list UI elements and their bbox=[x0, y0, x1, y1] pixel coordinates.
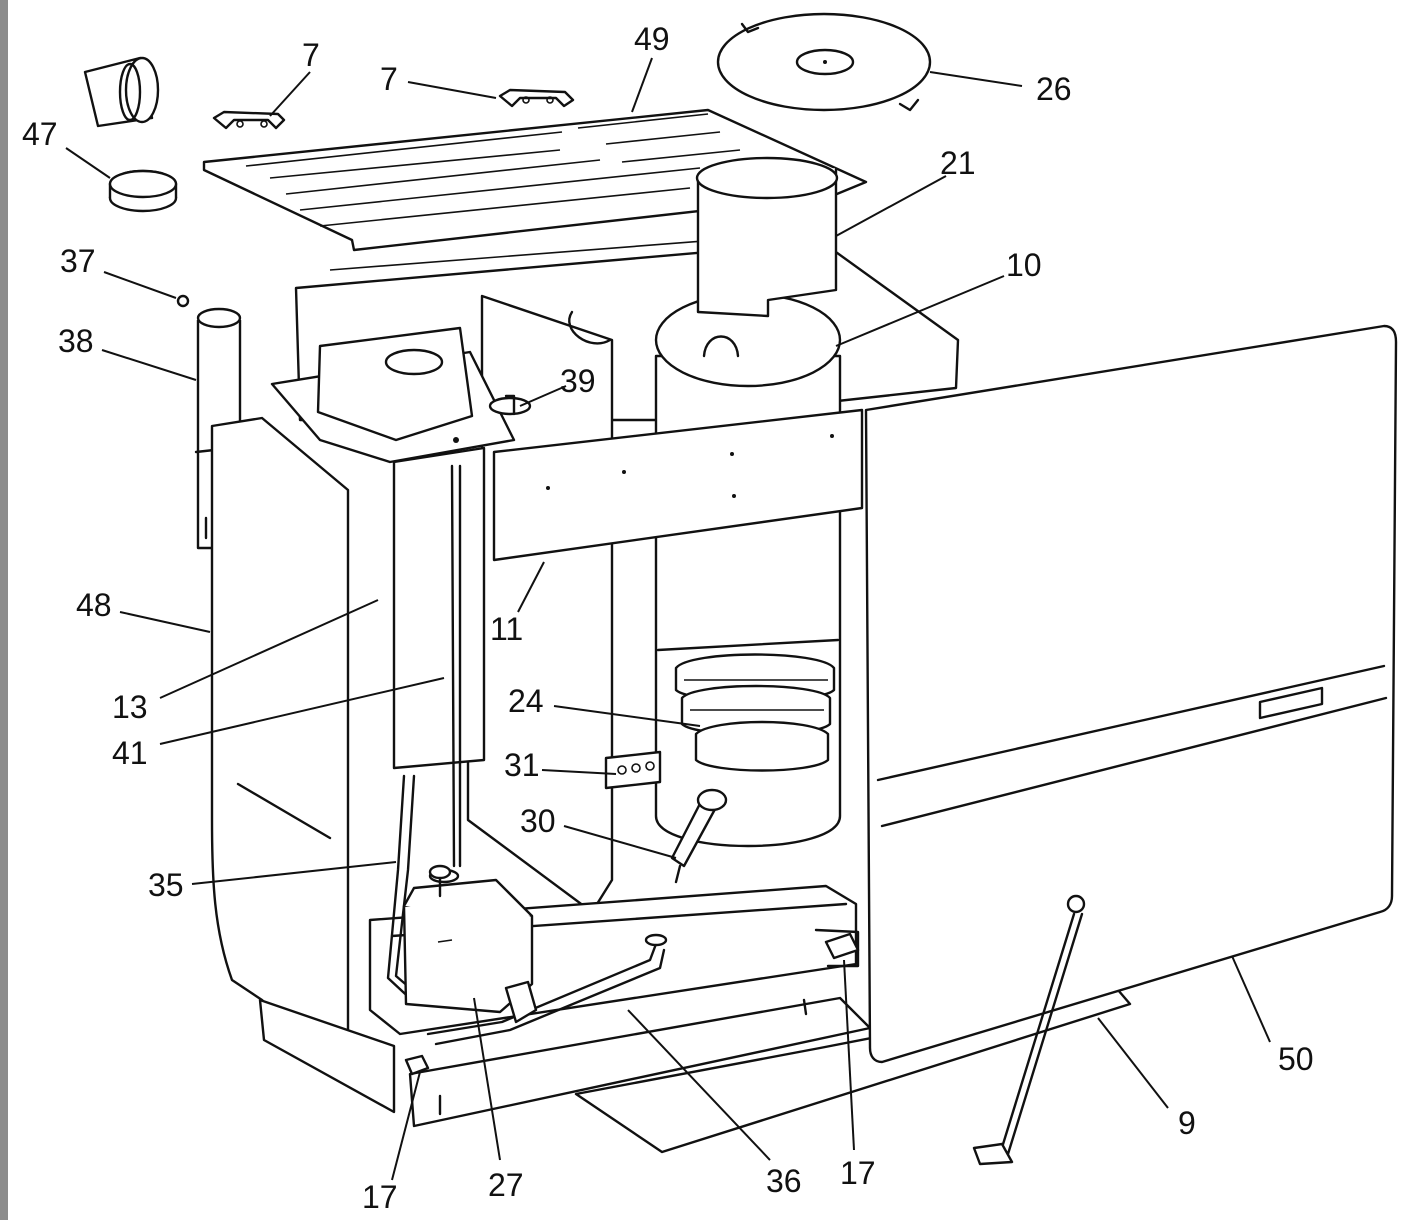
small-nut-part-37 bbox=[176, 294, 190, 308]
callout-31: 31 bbox=[504, 747, 540, 783]
callout-47: 47 bbox=[22, 116, 58, 152]
outlet-pipe-part-30 bbox=[670, 788, 728, 884]
callout-13: 13 bbox=[112, 689, 148, 725]
callout-9: 9 bbox=[1178, 1105, 1196, 1141]
front-door-panel-50 bbox=[864, 324, 1398, 1166]
callout-49: 49 bbox=[634, 21, 670, 57]
bracket-part-7a bbox=[212, 110, 286, 130]
callout-10: 10 bbox=[1006, 247, 1042, 283]
callout-48: 48 bbox=[76, 587, 112, 623]
callout-24: 24 bbox=[508, 683, 544, 719]
callout-labels: 47 7 7 49 26 21 37 10 38 39 48 11 13 24 … bbox=[22, 21, 1314, 1215]
side-panel-48 bbox=[210, 416, 350, 1062]
control-box-13 bbox=[270, 326, 516, 770]
cap-part-47 bbox=[108, 169, 178, 213]
callout-50: 50 bbox=[1278, 1041, 1314, 1077]
gas-valve-27 bbox=[402, 864, 538, 1024]
callout-7-left-bracket: 7 bbox=[302, 37, 320, 73]
callout-39: 39 bbox=[560, 363, 596, 399]
callout-27: 27 bbox=[488, 1167, 524, 1203]
callout-26: 26 bbox=[1036, 71, 1072, 107]
thermostat-knob-39 bbox=[488, 394, 532, 416]
callout-35: 35 bbox=[148, 867, 184, 903]
callout-17-left: 17 bbox=[362, 1179, 398, 1215]
indicator-part-31 bbox=[604, 750, 662, 790]
fitting-part-17a bbox=[404, 1054, 430, 1076]
callout-37: 37 bbox=[60, 243, 96, 279]
callout-36: 36 bbox=[766, 1163, 802, 1199]
callout-38: 38 bbox=[58, 323, 94, 359]
callout-30: 30 bbox=[520, 803, 556, 839]
leader-lines bbox=[65, 57, 1271, 1181]
callout-21: 21 bbox=[940, 145, 976, 181]
top-grille-panel-49 bbox=[202, 108, 868, 252]
callout-41: 41 bbox=[112, 735, 148, 771]
callout-11: 11 bbox=[490, 611, 523, 647]
gas-pipe-36 bbox=[426, 933, 668, 1046]
flue-hood-part-21 bbox=[695, 156, 839, 318]
round-cover-part-26 bbox=[716, 12, 932, 112]
burner-assembly-24 bbox=[674, 653, 836, 772]
callout-7-right-bracket: 7 bbox=[380, 61, 398, 97]
window-left-border bbox=[0, 0, 8, 1220]
callout-17-right: 17 bbox=[840, 1155, 876, 1191]
upper-panel-11 bbox=[492, 408, 864, 562]
flue-collar-part bbox=[83, 56, 160, 128]
fitting-part-17b bbox=[824, 932, 860, 960]
bracket-part-7b bbox=[498, 88, 575, 108]
